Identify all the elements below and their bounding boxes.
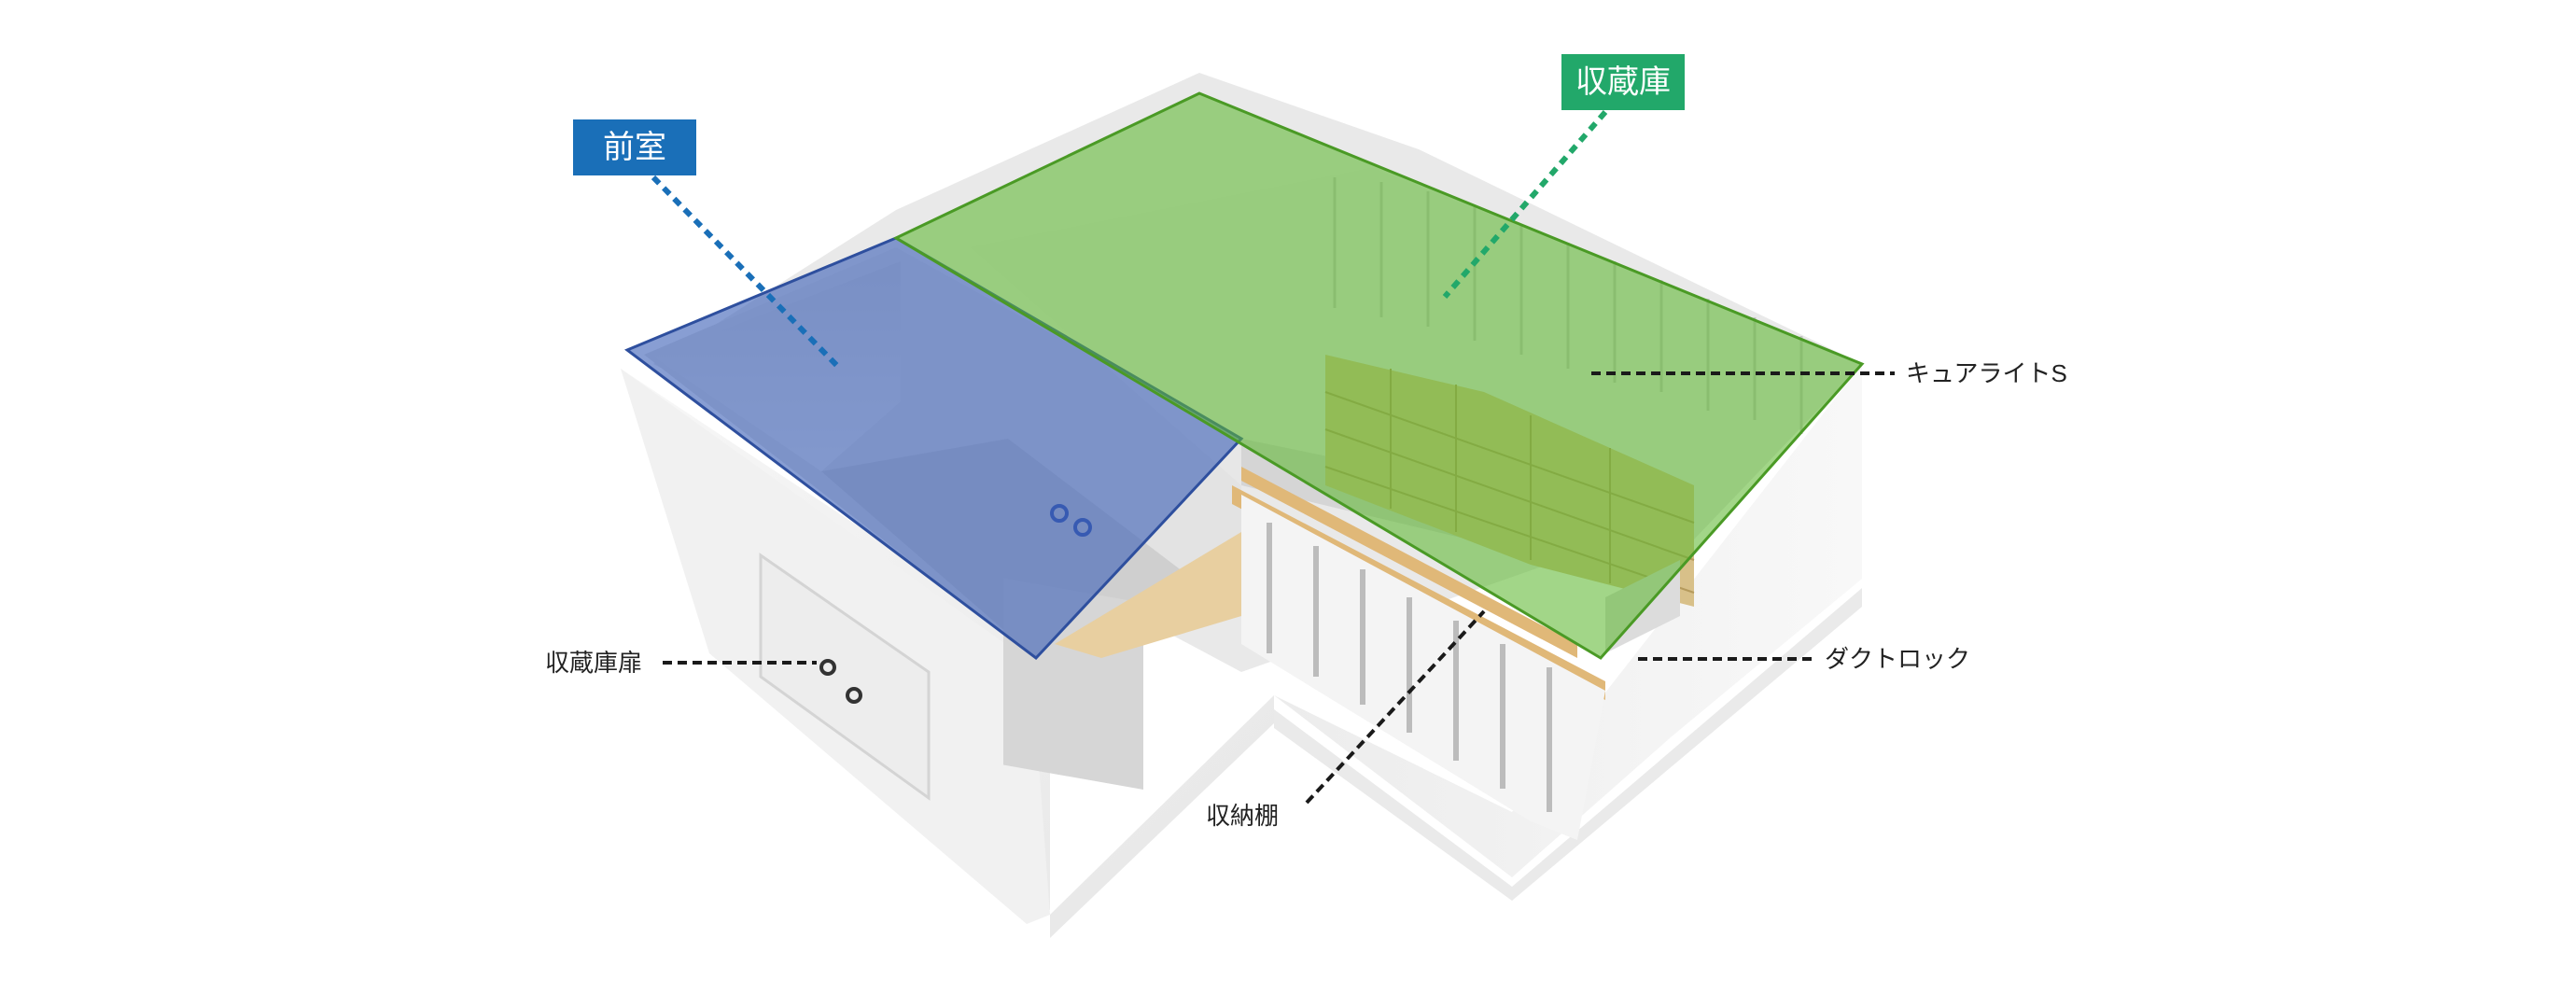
door-lock-icon — [819, 659, 836, 676]
anteroom-tag: 前室 — [573, 119, 696, 175]
storage-door-label: 収蔵庫扉 — [545, 649, 643, 677]
anteroom-tag-label: 前室 — [603, 130, 666, 165]
storage-tag-label: 収蔵庫 — [1575, 64, 1671, 100]
shelves-leader-line — [1305, 609, 1486, 805]
storage-overlay — [892, 91, 1865, 660]
cure-light-label: キュアライトS — [1906, 359, 2067, 387]
door-lock-icon — [846, 687, 862, 704]
storage-door — [759, 553, 931, 801]
shelves-label: 収納棚 — [1206, 802, 1280, 830]
duct-lock-label: ダクトロック — [1825, 645, 1971, 673]
storage-leader-line — [1442, 110, 1608, 299]
storage-tag: 収蔵庫 — [1561, 54, 1685, 110]
